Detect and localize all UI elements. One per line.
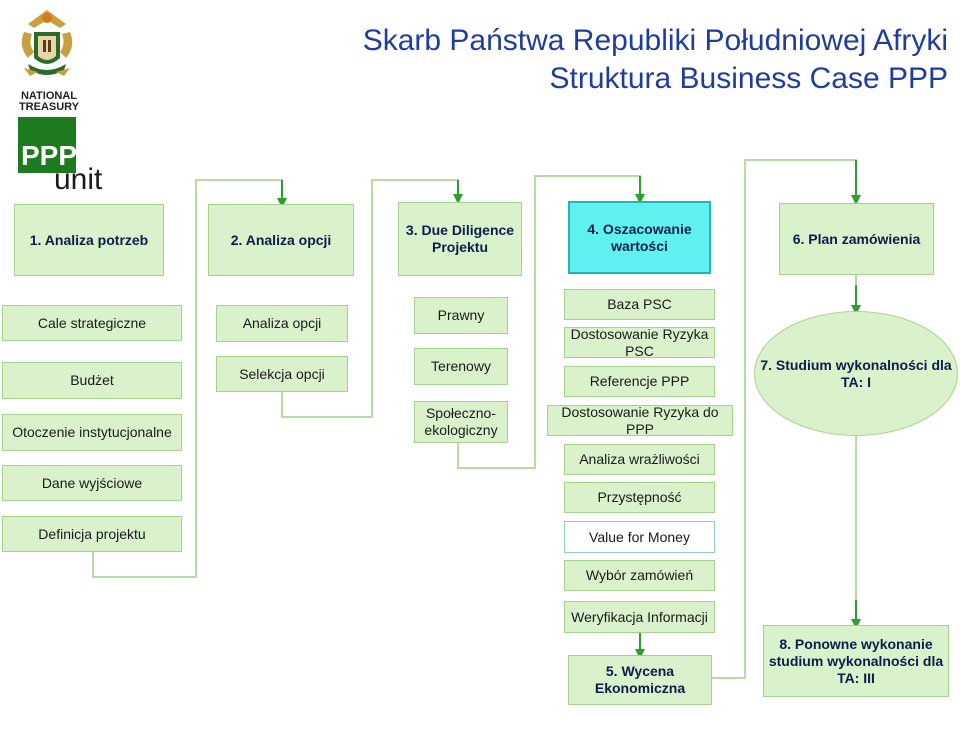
ppp-unit-logo: PPP unit [18,117,103,193]
phase-1-needs-analysis: 1. Analiza potrzeb [14,204,164,276]
phase-4-value-assessment: 4. Oszacowanie wartości [568,201,711,274]
col4-item-information-verification: Weryfikacja Informacji [564,601,715,633]
col3-item-legal: Prawny [414,297,508,334]
col1-item-strategic-goals: Cale strategiczne [2,305,182,341]
phase-8-feasibility-redo: 8. Ponowne wykonanie studium wykonalnośc… [763,625,949,697]
col4-item-procurement-choice: Wybór zamówień [564,560,715,591]
col4-item-ppp-reference: Referencje PPP [564,366,715,397]
col4-item-sensitivity-analysis: Analiza wrażliwości [564,444,715,475]
phase-3-due-diligence: 3. Due Diligence Projektu [398,202,522,276]
col1-item-institutional-environment: Otoczenie instytucjonalne [2,414,182,451]
col4-item-value-for-money: Value for Money [564,521,715,553]
col2-item-options-analysis: Analiza opcji [216,305,348,342]
col3-item-site: Terenowy [414,348,508,385]
page-subtitle: Struktura Business Case PPP [549,62,948,95]
phase-5-economic-valuation: 5. Wycena Ekonomiczna [568,655,712,705]
svg-text:unit: unit [54,163,103,193]
col1-item-baseline-data: Dane wyjściowe [2,465,182,501]
page-title: Skarb Państwa Republiki Południowej Afry… [362,24,948,57]
col3-item-socio-environmental: Społeczno-ekologiczny [414,401,508,443]
treasury-logo-line2: TREASURY [18,101,80,113]
phase-6-procurement-plan: 6. Plan zamówienia [779,203,934,275]
col1-item-project-definition: Definicja projektu [2,516,182,552]
phase-2-options-analysis: 2. Analiza opcji [208,204,354,276]
phase-7-feasibility-study: 7. Studium wykonalności dla TA: I [754,311,958,436]
national-treasury-crest-icon [21,10,73,76]
col1-item-budget: Budżet [2,362,182,399]
col2-item-options-selection: Selekcja opcji [216,356,348,392]
col4-item-affordability: Przystępność [564,482,715,513]
col4-item-ppp-risk-adjustment: Dostosowanie Ryzyka do PPP [547,404,733,437]
col4-item-psc-risk-adjustment: Dostosowanie Ryzyka PSC [564,326,715,359]
col4-item-psc-base: Baza PSC [564,289,715,320]
svg-text:PPP: PPP [21,140,77,171]
treasury-logo-line1: NATIONAL [20,90,77,102]
